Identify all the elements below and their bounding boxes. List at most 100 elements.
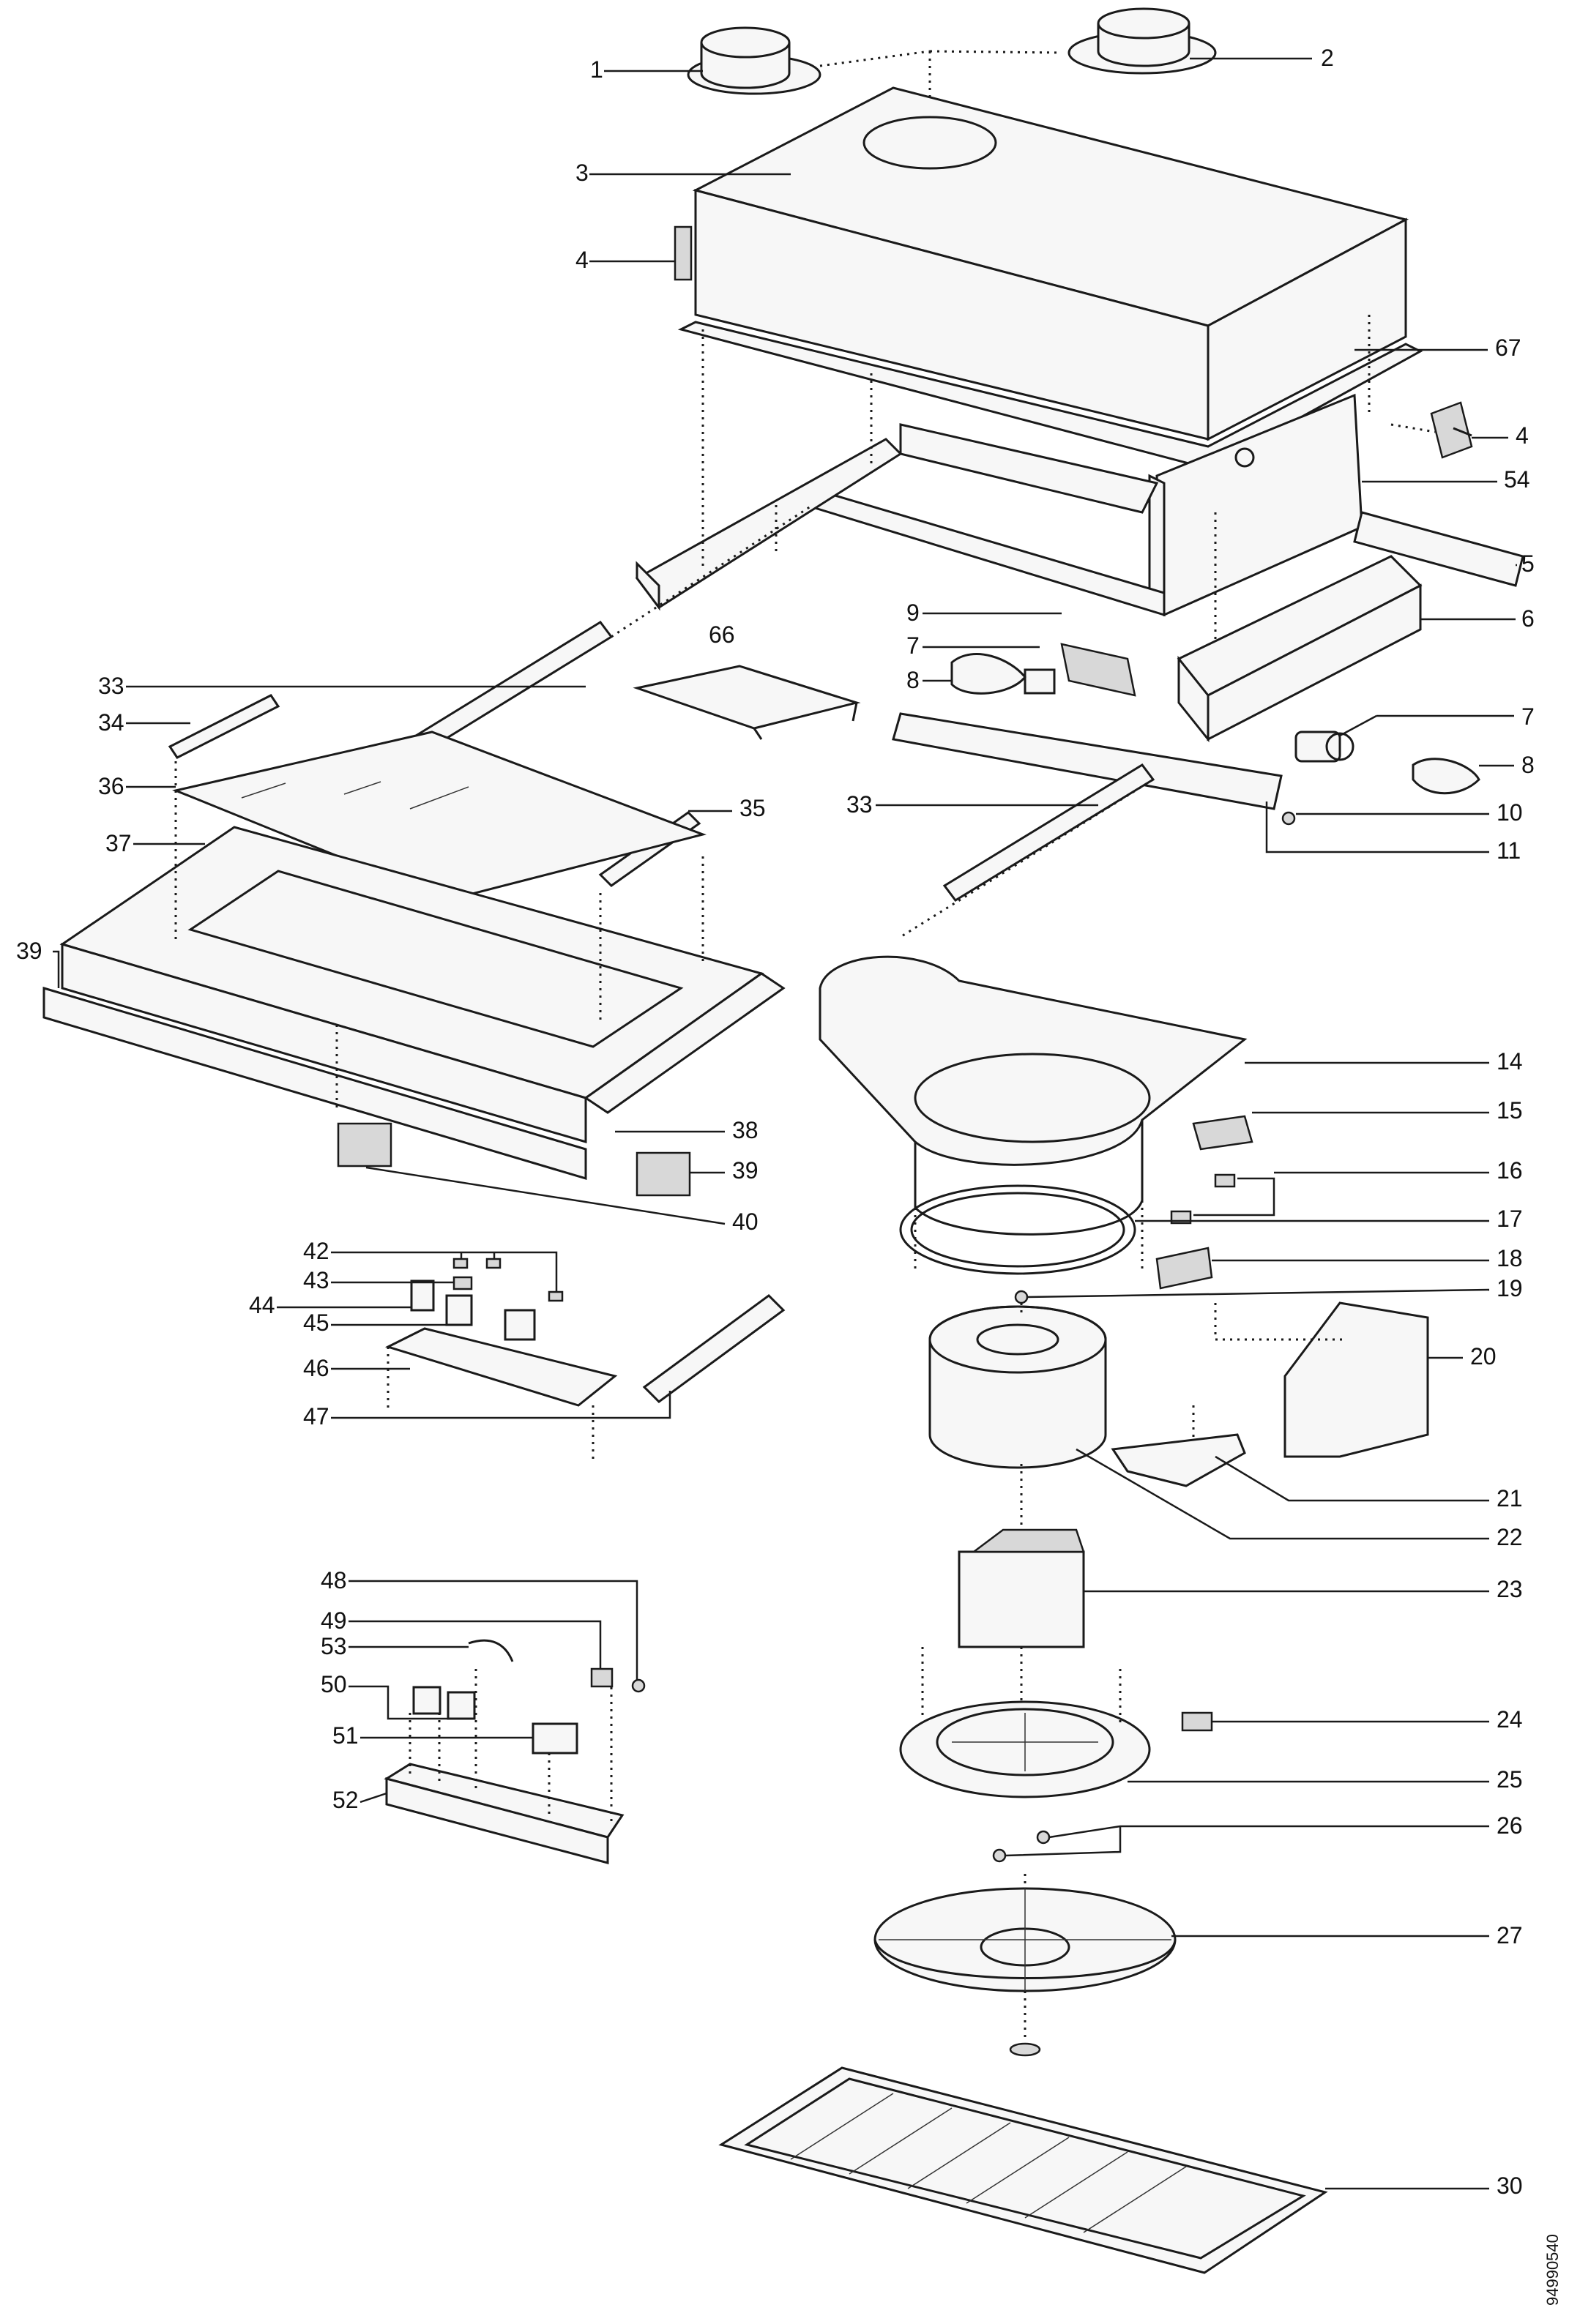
- part-label-40: 40: [365, 1166, 759, 1235]
- svg-text:23: 23: [1497, 1576, 1523, 1602]
- svg-text:7: 7: [1521, 703, 1535, 730]
- svg-text:22: 22: [1497, 1524, 1523, 1550]
- part-label-44: 44: [249, 1292, 411, 1318]
- switch-rod-47: [642, 1294, 786, 1403]
- lamp-holder-9: [1060, 643, 1136, 697]
- part-label-42: 42: [303, 1238, 558, 1292]
- part-label-1: 1: [590, 56, 703, 83]
- part-label-18: 18: [1212, 1245, 1523, 1271]
- end-cap-39-right: [636, 1151, 691, 1197]
- document-number: 94990540: [1543, 2234, 1562, 2306]
- screw-48: [631, 1678, 646, 1693]
- svg-text:8: 8: [906, 667, 920, 693]
- part-label-2: 2: [1190, 45, 1334, 71]
- front-frame-37: [42, 826, 786, 1181]
- svg-text:35: 35: [739, 795, 766, 821]
- part-label-7-left: 7: [906, 632, 1040, 659]
- part-label-49: 49: [321, 1607, 602, 1669]
- svg-text:25: 25: [1497, 1766, 1523, 1793]
- part-label-9: 9: [906, 599, 1062, 626]
- part-label-5: 5: [1516, 550, 1535, 577]
- part-label-39-left: 39: [16, 938, 60, 988]
- svg-text:66: 66: [709, 621, 735, 648]
- duct-collar-2: [1067, 7, 1217, 75]
- switch-43: [452, 1276, 473, 1290]
- svg-text:30: 30: [1497, 2172, 1523, 2199]
- part-label-3: 3: [575, 160, 791, 186]
- part-label-14: 14: [1245, 1048, 1523, 1075]
- switch-51: [532, 1722, 578, 1755]
- switch-box-52: [384, 1763, 625, 1864]
- part-label-36: 36: [98, 773, 176, 799]
- svg-text:16: 16: [1497, 1157, 1523, 1184]
- screw-10: [1281, 811, 1296, 826]
- cover-20: [1283, 1301, 1429, 1458]
- svg-text:39: 39: [16, 938, 42, 964]
- part-label-10: 10: [1296, 799, 1523, 826]
- part-label-4-right: 4: [1472, 422, 1529, 449]
- part-label-11: 11: [1265, 802, 1521, 864]
- svg-text:20: 20: [1470, 1343, 1497, 1370]
- part-label-39-right: 39: [690, 1157, 759, 1184]
- svg-text:49: 49: [321, 1607, 347, 1634]
- part-label-8-left: 8: [906, 667, 952, 693]
- part-label-26: 26: [1005, 1812, 1523, 1857]
- part-label-4-left: 4: [575, 247, 675, 273]
- svg-text:14: 14: [1497, 1048, 1523, 1075]
- bracket-66: [633, 665, 861, 740]
- svg-text:15: 15: [1497, 1097, 1523, 1124]
- light-rail: [892, 712, 1283, 810]
- part-label-43: 43: [303, 1267, 454, 1293]
- svg-text:42: 42: [303, 1238, 329, 1264]
- svg-text:24: 24: [1497, 1706, 1523, 1733]
- svg-text:17: 17: [1497, 1206, 1523, 1232]
- part-label-66: 66: [709, 621, 735, 648]
- svg-text:52: 52: [332, 1787, 359, 1813]
- knob-27: [1009, 2042, 1041, 2057]
- svg-text:39: 39: [732, 1157, 759, 1184]
- end-cap-40-left: [337, 1122, 392, 1167]
- svg-text:3: 3: [575, 160, 589, 186]
- switch-44: [410, 1279, 435, 1312]
- wire-53: [468, 1639, 514, 1662]
- part-label-38: 38: [615, 1117, 759, 1143]
- svg-text:4: 4: [1516, 422, 1529, 449]
- svg-text:26: 26: [1497, 1812, 1523, 1839]
- part-label-30: 30: [1325, 2172, 1523, 2199]
- svg-text:48: 48: [321, 1567, 347, 1593]
- part-label-45: 45: [303, 1309, 447, 1336]
- part-label-51: 51: [332, 1722, 533, 1749]
- part-label-33-left: 33: [98, 673, 586, 699]
- part-label-24: 24: [1212, 1706, 1523, 1733]
- plug-24: [1181, 1711, 1213, 1732]
- part-label-52: 52: [332, 1787, 387, 1813]
- part-label-6: 6: [1420, 605, 1535, 632]
- motor-23: [958, 1528, 1085, 1648]
- clip-4-right: [1430, 401, 1473, 459]
- part-label-21: 21: [1215, 1455, 1523, 1512]
- part-label-35: 35: [688, 795, 766, 821]
- part-label-22: 22: [1076, 1448, 1523, 1550]
- switch-45: [445, 1294, 536, 1341]
- motor-plate-25: [899, 1700, 1151, 1798]
- part-label-17: 17: [1135, 1206, 1523, 1232]
- part-label-54: 54: [1362, 466, 1530, 493]
- svg-text:43: 43: [303, 1267, 329, 1293]
- rail-5: [1353, 511, 1524, 587]
- svg-text:46: 46: [303, 1355, 329, 1381]
- svg-text:33: 33: [846, 791, 873, 818]
- part-label-19: 19: [1026, 1275, 1523, 1301]
- part-label-8-right: 8: [1479, 752, 1535, 778]
- part-label-34: 34: [98, 709, 190, 736]
- part-label-7-right: 7: [1339, 703, 1535, 737]
- svg-text:50: 50: [321, 1671, 347, 1697]
- switch-50: [412, 1686, 476, 1720]
- clip-4-left: [674, 225, 693, 281]
- part-label-48: 48: [321, 1567, 638, 1680]
- svg-text:5: 5: [1521, 550, 1535, 577]
- part-label-20: 20: [1428, 1343, 1497, 1370]
- switch-clips-42: [452, 1258, 564, 1302]
- svg-text:8: 8: [1521, 752, 1535, 778]
- terminal-18: [1155, 1247, 1213, 1290]
- svg-text:40: 40: [732, 1208, 759, 1235]
